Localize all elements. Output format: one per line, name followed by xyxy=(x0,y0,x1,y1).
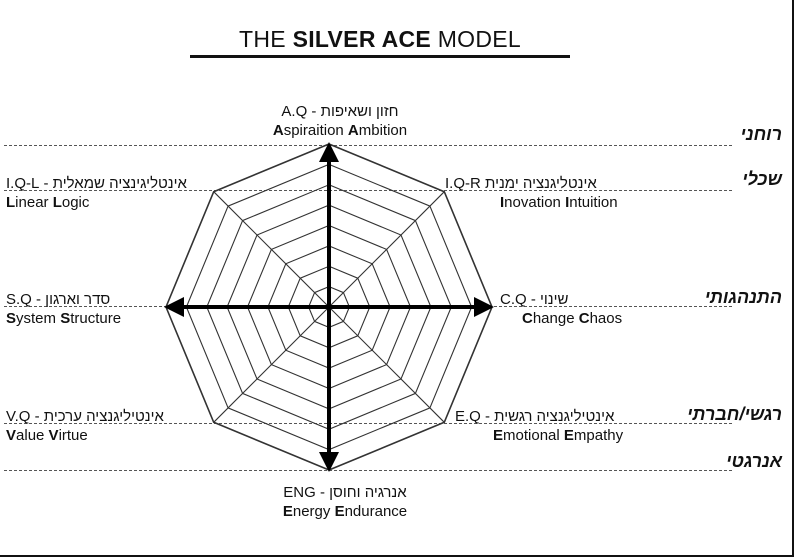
axis-top-left-code: אינטליגינציה שמאלית - I.Q-L xyxy=(6,175,187,192)
axis-left-code: סדר וארגון - S.Q xyxy=(6,291,111,308)
radar-diagonal-spoke xyxy=(328,191,445,308)
axis-label-top-left: אינטליגינציה שמאלית - I.Q-L Linear Logic xyxy=(6,174,221,212)
axis-bottom-right-code: אינטיליגנציה רגשית - E.Q xyxy=(455,408,615,425)
axis-label-top: חזון ושאיפות - A.Q Aspiraition Ambition xyxy=(255,102,425,140)
separator-mental xyxy=(4,190,732,191)
radar-spokes xyxy=(213,191,445,423)
axis-top-right-code: אינטליגנציה ימנית I.Q-R xyxy=(445,175,597,192)
page-title: THE SILVER ACE MODEL xyxy=(238,26,522,52)
axis-bottom-english: Energy Endurance xyxy=(282,503,408,520)
axis-bottom-right-english: Emotional Empathy xyxy=(493,427,624,444)
axis-bottom-left-code: אינטיליגנציה ערכית - V.Q xyxy=(6,408,164,425)
radar-diagonal-spoke xyxy=(213,306,330,423)
axis-left-english: System Structure xyxy=(6,310,122,327)
category-energetic: אנרגטי xyxy=(726,451,782,471)
axis-label-bottom: אנרגיה וחוסן - ENG Energy Endurance xyxy=(255,483,435,521)
axis-label-bottom-right: אינטיליגנציה רגשית - E.Q Emotional Empat… xyxy=(455,407,665,445)
axis-bottom-left-english: Value Virtue xyxy=(6,427,88,444)
axis-right-code: שינוי - C.Q xyxy=(500,291,569,308)
axis-label-top-right: אינטליגנציה ימנית I.Q-R Inovation Intuit… xyxy=(445,174,645,212)
axis-label-right: שינוי - C.Q Change Chaos xyxy=(500,290,650,328)
axis-bottom-code: אנרגיה וחוסן - ENG xyxy=(283,484,407,501)
axis-top-right-english: Inovation Intuition xyxy=(500,194,618,211)
radar-diagonal-spoke xyxy=(213,191,330,308)
axis-right-english: Change Chaos xyxy=(522,310,623,327)
axis-top-code: חזון ושאיפות - A.Q xyxy=(281,103,399,120)
axis-top-left-english: Linear Logic xyxy=(6,194,90,211)
title-underline xyxy=(190,55,570,58)
axis-label-bottom-left: אינטיליגנציה ערכית - V.Q Value Virtue xyxy=(6,407,216,445)
axis-top-english: Aspiraition Ambition xyxy=(272,122,408,139)
radar-diagonal-spoke xyxy=(328,306,445,423)
separator-energetic xyxy=(4,470,732,471)
axis-label-left: סדר וארגון - S.Q System Structure xyxy=(6,290,166,328)
category-spiritual: רוחני xyxy=(740,124,782,144)
separator-spiritual xyxy=(4,145,732,146)
category-emotional-social: רגשי/חברתי xyxy=(687,404,782,424)
separator-emotional xyxy=(4,423,732,424)
category-mental: שכלי xyxy=(742,169,782,189)
category-behavioral: התנהגותי xyxy=(704,287,782,307)
